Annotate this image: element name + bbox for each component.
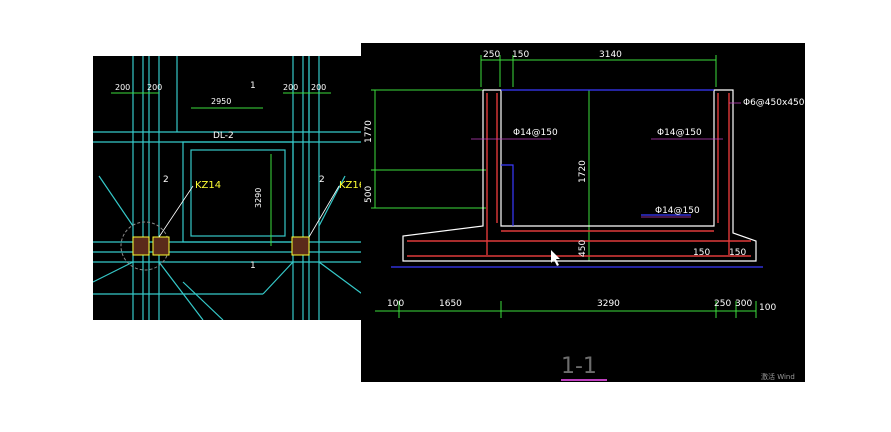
- plan-dim-span: 2950: [211, 97, 231, 106]
- activation-watermark: 激活 Wind: [761, 372, 795, 381]
- cut-mark-bottom: 1: [250, 261, 256, 271]
- top-dim-3140: 3140: [599, 50, 622, 60]
- plan-dim-lines: [111, 92, 331, 246]
- plan-dim-height: 3290: [254, 188, 263, 208]
- section-title: 1-1: [561, 354, 597, 379]
- section-concrete: [402, 89, 757, 262]
- plan-dim-right-b: 200: [311, 83, 326, 92]
- bottom-dim-250: 250: [714, 299, 731, 309]
- rebar-label-stirrup: Φ6@450x450: [743, 98, 805, 108]
- rebar-label-right: Φ14@150: [657, 128, 702, 138]
- bottom-dim-3290: 3290: [597, 299, 620, 309]
- column-blocks: [132, 236, 310, 256]
- bottom-dim-100-left: 100: [387, 299, 404, 309]
- bottom-dim-1650: 1650: [439, 299, 462, 309]
- bottom-dim-100-right: 100: [759, 303, 776, 313]
- base-dim-150-b: 150: [729, 248, 746, 258]
- cut-mark-right: 2: [319, 175, 325, 185]
- bottom-dim-300: 300: [735, 299, 752, 309]
- plan-dim-right-a: 200: [283, 83, 298, 92]
- section-rebar: [407, 93, 751, 257]
- top-dim-150: 150: [512, 50, 529, 60]
- plan-drawing: 200 200 200 200 2950 3290 DL-2 1 1 2 2 K…: [93, 56, 365, 320]
- plan-view-panel: 200 200 200 200 2950 3290 DL-2 1 1 2 2 K…: [93, 56, 365, 320]
- inner-dim-450: 450: [578, 240, 588, 257]
- section-drawing: 250 150 3140 1770 500 1720 450 Φ14@150 Φ…: [364, 50, 805, 381]
- top-dim-250: 250: [483, 50, 500, 60]
- mouse-cursor-icon: [551, 250, 560, 266]
- section-view-panel: 250 150 3140 1770 500 1720 450 Φ14@150 Φ…: [361, 43, 805, 382]
- column-label-kz16: KZ16: [339, 180, 365, 191]
- cut-mark-top: 1: [250, 81, 256, 91]
- left-dim-500: 500: [364, 186, 374, 203]
- inner-dim-1720: 1720: [578, 160, 588, 183]
- column-label-kz14: KZ14: [195, 180, 221, 191]
- base-dim-150-a: 150: [693, 248, 710, 258]
- beam-label: DL-2: [213, 131, 234, 141]
- plan-walls: [93, 56, 365, 320]
- cut-mark-left: 2: [163, 175, 169, 185]
- rebar-label-left: Φ14@150: [513, 128, 558, 138]
- plan-dim-left-b: 200: [147, 83, 162, 92]
- section-base-lines: [391, 89, 763, 268]
- left-dim-1770: 1770: [364, 120, 374, 143]
- plan-dim-left-a: 200: [115, 83, 130, 92]
- column-leaders: [158, 185, 340, 238]
- rebar-leaders: [471, 102, 741, 218]
- rebar-label-base: Φ14@150: [655, 206, 700, 216]
- section-dim-lines: [371, 55, 757, 318]
